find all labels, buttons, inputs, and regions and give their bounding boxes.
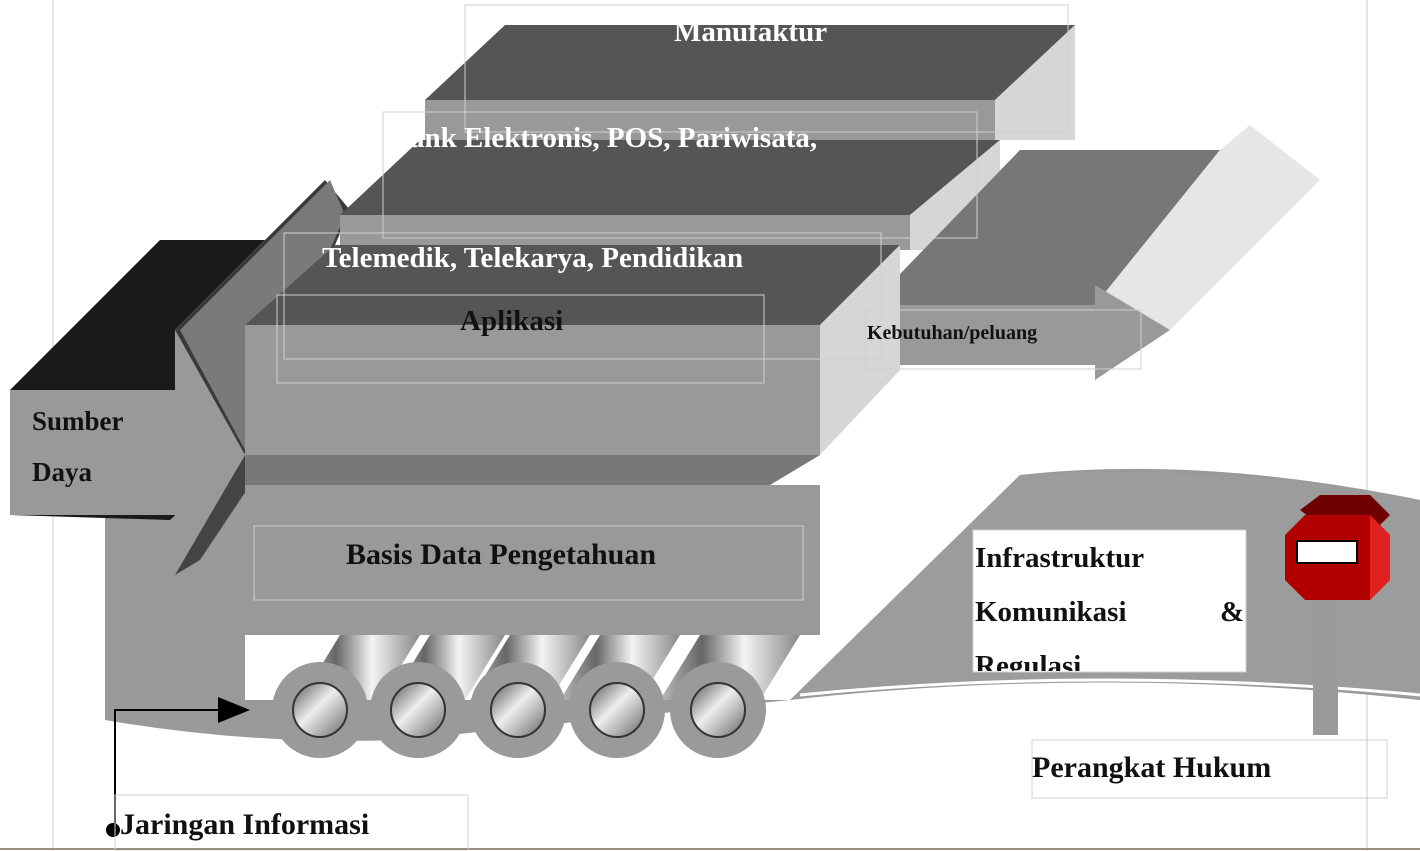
network-frame: [114, 794, 469, 851]
network-connector-line: [114, 709, 222, 830]
social-frame: [283, 232, 882, 360]
resources-label-line1: Sumber: [32, 406, 124, 436]
manufacturing-top: [425, 25, 1075, 100]
needs-frame: [864, 309, 1142, 370]
legal-frame: [1031, 739, 1388, 799]
social-side: [820, 245, 900, 455]
network-arrowhead: [218, 697, 250, 723]
manufacturing-front: [425, 100, 995, 140]
needs-label: Kebutuhan/peluang: [867, 322, 1038, 344]
manufacturing-label: Manufaktur: [674, 16, 828, 48]
applications-label: Aplikasi: [460, 305, 564, 337]
knowledge-base-frame: [253, 525, 804, 601]
layer-shadow: [245, 455, 820, 485]
infrastructure-label-line1: Infrastruktur: [975, 542, 1145, 574]
manufacturing-side: [995, 25, 1075, 140]
roller-rings: [272, 662, 766, 758]
signpost-pole: [1313, 580, 1338, 735]
roller-hole-3: [490, 682, 546, 738]
knowledge-base-label: Basis Data Pengetahuan: [346, 538, 657, 571]
infrastructure-label-line2b: &: [1220, 596, 1245, 628]
manufacturing-frame: [464, 4, 1069, 133]
services-frame: [382, 111, 978, 239]
legal-label: Perangkat Hukum: [1032, 751, 1272, 784]
roller-hole-4: [589, 682, 645, 738]
roller-hole-2: [390, 682, 446, 738]
resources-label-line2: Daya: [32, 457, 92, 487]
social-front: [245, 325, 820, 455]
resource-arrow-face: [10, 330, 245, 575]
infrastructure-clip: Regulasi: [974, 645, 1244, 671]
knowledge-base-block: [245, 485, 820, 635]
roller-hole-5: [690, 682, 746, 738]
needs-arrow-face: [870, 285, 1170, 380]
stop-sign-side: [1370, 515, 1390, 600]
social-label: Telemedik, Telekarya, Pendidikan: [322, 242, 744, 274]
services-top: [340, 140, 1000, 215]
network-dot: [106, 823, 120, 837]
needs-arrow-top: [870, 150, 1220, 305]
roller-hole-1: [292, 682, 348, 738]
social-top: [245, 245, 900, 325]
applications-frame: [276, 294, 765, 384]
needs-arrow-light: [1095, 125, 1320, 330]
infrastructure-box: [972, 529, 1247, 673]
stop-sign-bar: [1296, 540, 1358, 564]
services-label: ank Elektronis, POS, Pariwisata,: [410, 122, 818, 154]
network-label: Jaringan Informasi: [120, 808, 370, 841]
infrastructure-label-line3: Regulasi: [975, 650, 1082, 671]
infrastructure-label-line2a: Komunikasi: [975, 596, 1127, 628]
